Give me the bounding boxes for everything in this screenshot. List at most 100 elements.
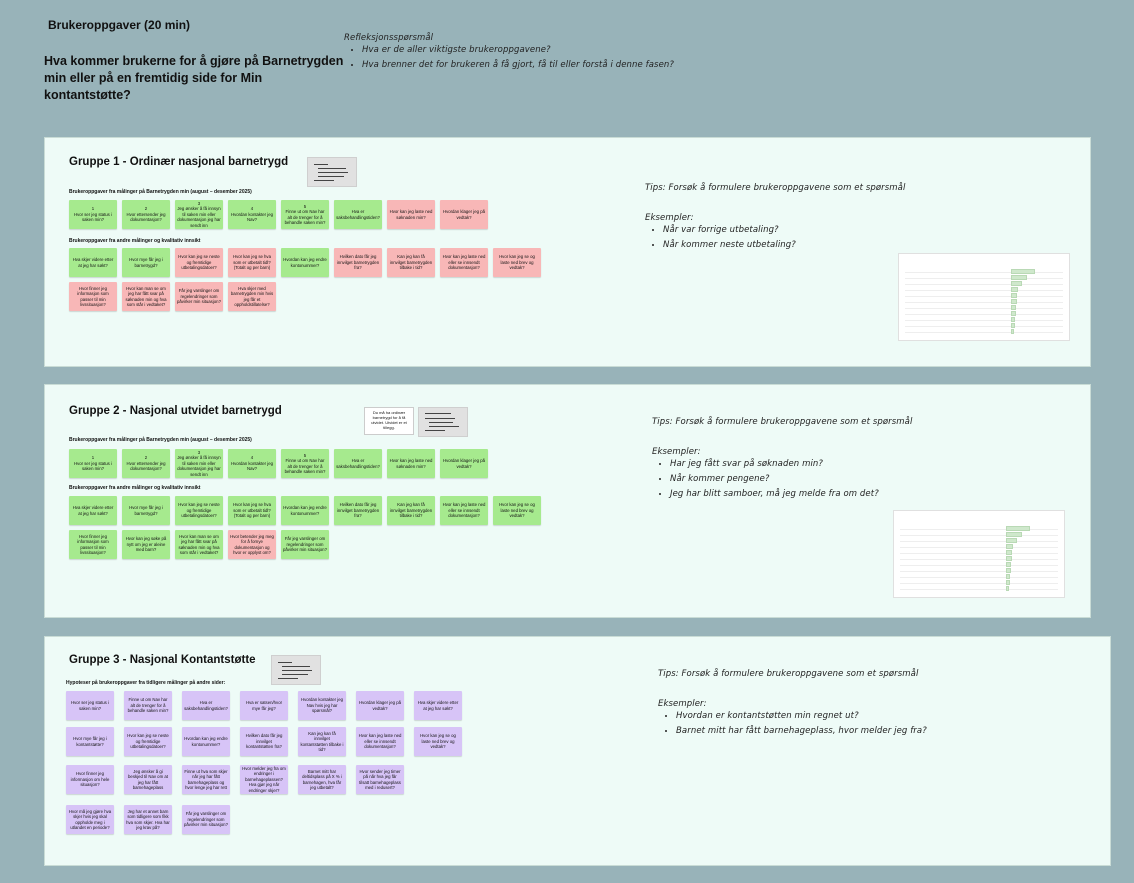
table-row <box>900 571 1058 572</box>
sticky-note[interactable]: Hva skjer videre etter at jeg har søkt? <box>414 691 462 720</box>
sticky-note[interactable]: Hvordan klager jeg på vedtak? <box>440 200 488 229</box>
table-row <box>905 332 1063 333</box>
sticky-note[interactable]: Hvor mye får jeg i barnetrygd? <box>122 248 170 277</box>
sticky-note[interactable]: Hvordan kontakter jeg Nav hvis jeg har s… <box>298 691 346 720</box>
list-item: Når kommer pengene? <box>670 474 912 484</box>
bar <box>1006 526 1030 531</box>
sticky-note[interactable]: 1 Hvor ser jeg status i saken min? <box>69 449 117 478</box>
table-row <box>905 272 1063 273</box>
sticky-note[interactable]: 4 Hvordan kontakter jeg Nav? <box>228 200 276 229</box>
sticky-note[interactable]: Hvor kan jeg se og laste ned brev og ved… <box>493 248 541 277</box>
reflection-title: Refleksjonsspørsmål <box>344 33 434 43</box>
sticky-note[interactable]: Hvordan kan jeg endre kontonummer? <box>281 496 329 525</box>
bar <box>1006 544 1013 549</box>
bar <box>1011 287 1018 292</box>
sticky-note[interactable]: 2 Hvor ettersender jeg dokumentasjon? <box>122 449 170 478</box>
sticky-note[interactable]: Hvor kan jeg se og laste ned brev og ved… <box>493 496 541 525</box>
bar <box>1006 586 1009 591</box>
table-row <box>905 296 1063 297</box>
sticky-note[interactable]: Hvor kan jeg se hva som er utbetalt tidl… <box>228 248 276 277</box>
sticky-note[interactable]: 5 Finne ut om Nav har alt de trenger for… <box>281 449 329 478</box>
sticky-note[interactable]: Hvordan klager jeg på vedtak? <box>356 691 404 720</box>
side-note[interactable]: Du må ha ordinær barnetrygd for å få utv… <box>364 407 414 435</box>
sticky-note[interactable]: Hvor kan jeg søke på nytt om jeg er alei… <box>122 530 170 559</box>
table-row <box>900 583 1058 584</box>
sticky-note[interactable]: Hvor kan jeg laste ned søknaden min? <box>387 449 435 478</box>
sticky-note[interactable]: Hvor kan man se om jeg har fått svar på … <box>175 530 223 559</box>
sticky-note[interactable]: Finne ut hva som skjer når jeg har fått … <box>182 765 230 794</box>
sticky-note[interactable]: Hvor kan jeg laste ned eller se innsendt… <box>356 727 404 756</box>
list-item: Har jeg fått svar på søknaden min? <box>670 459 912 469</box>
board-title: Brukeroppgaver (20 min) <box>48 18 191 32</box>
list-item: Hva er de aller viktigste brukeroppgaven… <box>362 45 674 55</box>
group1-examples-label: Eksempler: <box>645 213 694 223</box>
sticky-note[interactable]: Hvor kan jeg se og laste ned brev og ved… <box>414 727 462 756</box>
sticky-note[interactable]: Hvor ser jeg status i saken min? <box>66 691 114 720</box>
sticky-note[interactable]: Hvor kan man se om jeg har fått svar på … <box>122 282 170 311</box>
sticky-note[interactable]: 1 Hvor ser jeg status i saken min? <box>69 200 117 229</box>
list-item: Når var forrige utbetaling? <box>663 225 905 235</box>
document-thumbnail[interactable] <box>418 407 468 437</box>
sticky-note[interactable]: Finne ut om Nav har alt de trenger for å… <box>124 691 172 720</box>
sticky-note[interactable]: Hvordan klager jeg på vedtak? <box>440 449 488 478</box>
sticky-note[interactable]: Hvor kan jeg se neste og fremtidige utbe… <box>124 727 172 756</box>
statistics-screenshot[interactable] <box>893 510 1065 598</box>
sticky-note[interactable]: Hva skjer videre etter at jeg har søkt? <box>69 248 117 277</box>
main-question: Hva kommer brukerne for å gjøre på Barne… <box>44 54 344 102</box>
sticky-note[interactable]: Hvor betender jeg meg for å fornye dokum… <box>228 530 276 559</box>
group2-title: Gruppe 2 - Nasjonal utvidet barnetrygd <box>69 405 282 417</box>
sticky-note[interactable]: Hvor kan jeg se neste og fremtidige utbe… <box>175 248 223 277</box>
sticky-note[interactable]: Hvilken dato får jeg innvilget barnetryg… <box>334 248 382 277</box>
group1-tips: Tips: Forsøk å formulere brukeroppgavene… <box>645 183 906 193</box>
sticky-note[interactable]: Hvor kan jeg laste ned søknaden min? <box>387 200 435 229</box>
table-row <box>900 565 1058 566</box>
bar <box>1006 580 1010 585</box>
sticky-note[interactable]: Hva er saksbehandlingstiden? <box>334 449 382 478</box>
sticky-note[interactable]: Får jeg varslinger om regelendringer som… <box>281 530 329 559</box>
sticky-note[interactable]: Hva er satsen/hvor mye får jeg? <box>240 691 288 720</box>
list-item: Hvordan er kontantstøtten min regnet ut? <box>676 711 927 721</box>
table-row <box>905 308 1063 309</box>
sticky-note[interactable]: Hvor mye får jeg i barnetrygd? <box>122 496 170 525</box>
sticky-note[interactable]: Hvor kan jeg laste ned eller se innsendt… <box>440 248 488 277</box>
sticky-note[interactable]: 2 Hvor ettersender jeg dokumentasjon? <box>122 200 170 229</box>
group3-examples-label: Eksempler: <box>658 699 707 709</box>
sticky-note[interactable]: Hvor finner jeg informasjon som passer t… <box>69 530 117 559</box>
sticky-note[interactable]: Hva er saksbehandlingstiden? <box>182 691 230 720</box>
sticky-note[interactable]: Barnet mitt har deltidsplass på X % i ba… <box>298 765 346 794</box>
sticky-note[interactable]: Hvordan kan jeg endre kontonummer? <box>182 727 230 756</box>
group3-sub1: Hypoteser på brukeroppgaver fra tidliger… <box>66 680 226 686</box>
sticky-note[interactable]: Jeg har et annet barn som tidligere som … <box>124 805 172 834</box>
sticky-note[interactable]: Hvor finner jeg informasjon om hele situ… <box>66 765 114 794</box>
sticky-note[interactable]: Får jeg varslinger om regelendringer som… <box>182 805 230 834</box>
sticky-note[interactable]: Hvor mye får jeg i kontantstøtte? <box>66 727 114 756</box>
sticky-note[interactable]: Hvor kan jeg se hva som er utbetalt tidl… <box>228 496 276 525</box>
sticky-note[interactable]: Hvor melder jeg fra om endringer i barne… <box>240 765 288 794</box>
sticky-note[interactable]: Kan jeg kan få innvilget kontantstøtten … <box>298 727 346 756</box>
sticky-note[interactable]: 3 Jeg ønsker å få innsyn til saken min e… <box>175 200 223 229</box>
sticky-note[interactable]: Hvor finner jeg informasjon som passer t… <box>69 282 117 311</box>
document-thumbnail[interactable] <box>307 157 357 187</box>
sticky-note[interactable]: 5 Finne ut om Nav har alt de trenger for… <box>281 200 329 229</box>
sticky-note[interactable]: Hvilken dato får jeg innvilget kontantst… <box>240 727 288 756</box>
sticky-note[interactable]: Kan jeg kan få innvilget barnetrygden ti… <box>387 248 435 277</box>
document-thumbnail[interactable] <box>271 655 321 685</box>
sticky-note[interactable]: Hva skjer videre etter at jeg har søkt? <box>69 496 117 525</box>
sticky-note[interactable]: 4 Hvordan kontakter jeg Nav? <box>228 449 276 478</box>
sticky-note[interactable]: Hvilken dato får jeg innvilget barnetryg… <box>334 496 382 525</box>
sticky-note[interactable]: Kan jeg kan få innvilget barnetrygden ti… <box>387 496 435 525</box>
sticky-note[interactable]: Jeg ønsker å gi beskjed til Nav om at je… <box>124 765 172 794</box>
table-row <box>905 314 1063 315</box>
sticky-note[interactable]: Hvor må jeg gjøre hva skjer hvis jeg ska… <box>66 805 114 834</box>
sticky-note[interactable]: Hvor kan jeg se neste og fremtidige utbe… <box>175 496 223 525</box>
sticky-note[interactable]: Hva er saksbehandlingstiden? <box>334 200 382 229</box>
sticky-note[interactable]: Hvor sender jeg timer på når hva jeg får… <box>356 765 404 794</box>
statistics-screenshot[interactable] <box>898 253 1070 341</box>
sticky-note[interactable]: Hvordan kan jeg endre kontonummer? <box>281 248 329 277</box>
sticky-note[interactable]: Får jeg varslinger om regelendringer som… <box>175 282 223 311</box>
bar <box>1006 568 1011 573</box>
sticky-note[interactable]: Hvor kan jeg laste ned eller se innsendt… <box>440 496 488 525</box>
sticky-note[interactable]: 3 Jeg ønsker å få innsyn til saken min e… <box>175 449 223 478</box>
group2-examples: Har jeg fått svar på søknaden min? Når ko… <box>652 459 912 499</box>
sticky-note[interactable]: Hva skjer med barnetrygden min hvis jeg … <box>228 282 276 311</box>
